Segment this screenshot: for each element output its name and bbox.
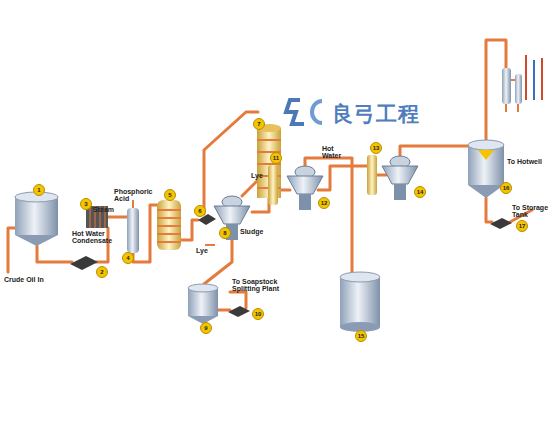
separator-stand: [394, 184, 406, 200]
callout-number: 1: [33, 184, 45, 196]
condenser-set: [502, 68, 522, 112]
pipe: [318, 166, 367, 190]
logo-mark: [286, 100, 304, 124]
pipe: [8, 228, 15, 272]
stream-label: To Hotwell: [507, 158, 557, 165]
vessel-coil: [157, 210, 181, 242]
condenser: [515, 74, 522, 104]
tank-cone: [15, 235, 58, 246]
separator-bowl: [287, 176, 323, 194]
callout-number: 2: [96, 266, 108, 278]
pipe: [400, 146, 470, 158]
separator-bowl: [382, 166, 418, 184]
pump: [70, 256, 98, 270]
stream-label: Lye: [251, 172, 271, 179]
reaction-vessel: [157, 200, 181, 250]
condenser: [502, 68, 511, 104]
mixer: [127, 208, 139, 253]
callout-number: 17: [516, 220, 528, 232]
heater: [367, 155, 377, 195]
pump: [490, 218, 512, 229]
logo-mark: [312, 101, 322, 123]
condenser-pipe: [506, 80, 518, 112]
stream-label: Hot Water: [322, 145, 346, 160]
spray: [478, 150, 494, 160]
pipe: [181, 220, 198, 240]
vacuum-dryer: [468, 140, 504, 198]
callout-number: 14: [414, 186, 426, 198]
callout-number: 8: [219, 227, 231, 239]
stream-label: To Storage Tank: [512, 204, 552, 219]
callout-number: 9: [200, 322, 212, 334]
water-line: [533, 60, 535, 100]
pipe: [486, 198, 492, 222]
soapstock-tank: [188, 284, 218, 324]
crude-tank: [15, 192, 58, 246]
pipe: [204, 240, 232, 284]
pipe: [252, 198, 269, 212]
logo: [286, 100, 322, 124]
wash-water-tank: [340, 272, 380, 332]
pipe: [108, 216, 127, 219]
hotwell-line: [525, 55, 527, 100]
tank-top: [188, 284, 218, 292]
pipe: [204, 112, 258, 214]
stream-label: Hot Water Condensate: [72, 230, 118, 245]
callout-number: 16: [500, 182, 512, 194]
pipe: [218, 309, 230, 312]
watermark: 良弓工程: [332, 100, 420, 128]
separator-stand: [299, 194, 311, 210]
dryer-cone: [468, 185, 504, 198]
hotwell-line: [541, 58, 543, 100]
callout-number: 3: [80, 198, 92, 210]
separator-bowl: [214, 206, 250, 224]
lye-line: [205, 244, 215, 246]
stream-label: Lye: [196, 247, 216, 254]
callout-number: 15: [355, 330, 367, 342]
dryer-body: [468, 145, 504, 185]
callout-number: 4: [122, 252, 134, 264]
acid-line: [132, 200, 134, 208]
pipe: [230, 292, 246, 308]
tank-body: [15, 197, 58, 235]
callout-number: 5: [164, 189, 176, 201]
pipework: [8, 40, 532, 310]
callout-number: 6: [194, 205, 206, 217]
vessel-body: [157, 200, 181, 250]
tank-top: [340, 272, 380, 282]
pipe: [37, 246, 72, 262]
separator: [382, 156, 418, 200]
callout-number: 7: [253, 118, 265, 130]
tank-body: [340, 277, 380, 327]
stream-label: Sludge: [240, 228, 270, 235]
stream-label: Crude Oil In: [4, 276, 64, 283]
pipe: [377, 174, 386, 177]
callout-number: 12: [318, 197, 330, 209]
service-lines: [86, 55, 542, 245]
callout-number: 11: [270, 152, 282, 164]
stream-label: Phosphoric Acid: [114, 188, 156, 203]
stream-label: Steam: [93, 206, 133, 213]
pump: [228, 306, 250, 317]
heater: [268, 165, 278, 205]
stream-label: To Soapstock Splitting Plant: [232, 278, 292, 293]
callout-number: 10: [252, 308, 264, 320]
callout-number: 13: [370, 142, 382, 154]
dryer-top: [468, 140, 504, 150]
